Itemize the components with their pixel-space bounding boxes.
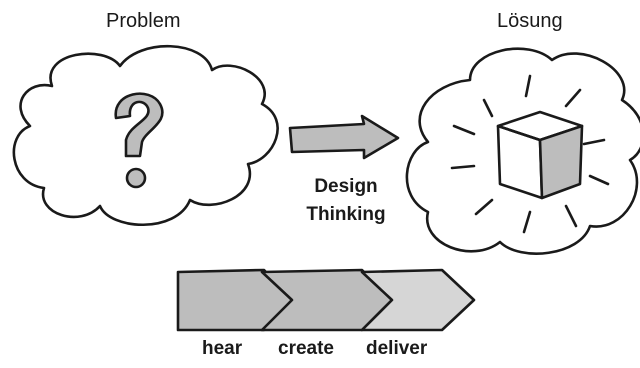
step-label-create: create <box>278 338 334 359</box>
solution-rays <box>450 74 610 234</box>
method-label-line1: Design <box>314 176 378 197</box>
step-label-hear: hear <box>202 338 243 359</box>
chevron-deliver <box>360 268 476 332</box>
method-label-line2: Thinking <box>306 204 386 225</box>
cube-icon <box>496 110 584 200</box>
problem-label: Problem <box>106 10 181 32</box>
step-label-deliver: deliver <box>366 338 428 359</box>
problem-cloud <box>12 44 279 227</box>
process-chevrons <box>176 268 476 332</box>
design-thinking-arrow <box>288 114 400 160</box>
solution-cloud <box>405 47 640 255</box>
question-mark-icon <box>114 92 164 189</box>
solution-label: Lösung <box>497 10 563 32</box>
